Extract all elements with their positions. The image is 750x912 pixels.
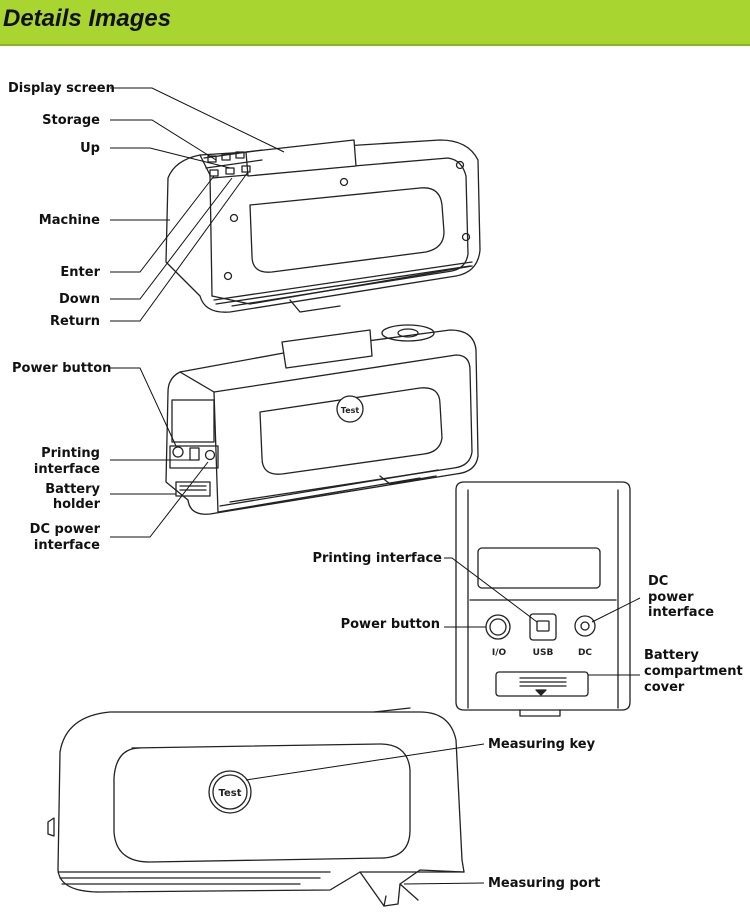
label-battery-holder-1: Battery xyxy=(45,482,100,497)
port-label-io: I/O xyxy=(492,648,507,658)
label-return: Return xyxy=(50,314,100,329)
label-up: Up xyxy=(80,141,100,156)
label-rear-printing-interface: Printing interface xyxy=(312,551,442,566)
bottom-test-key-text: Test xyxy=(218,788,241,799)
header-bar: Details Images xyxy=(0,0,750,46)
label-side-printing-interface-2: interface xyxy=(33,462,100,477)
label-display-screen: Display screen xyxy=(8,81,115,96)
device-side-view xyxy=(165,324,479,515)
label-battery-cover-1: Battery xyxy=(644,648,699,663)
label-rear-power-button: Power button xyxy=(340,617,440,632)
device-top-view xyxy=(165,139,481,313)
label-rear-dc-2: power xyxy=(648,590,694,605)
leader-lines xyxy=(110,87,641,885)
label-side-dc-power-1: DC power xyxy=(29,522,100,537)
label-rear-dc-1: DC xyxy=(648,574,669,589)
label-measuring-port: Measuring port xyxy=(488,876,601,891)
label-side-printing-interface-1: Printing xyxy=(41,446,100,461)
label-battery-cover-2: compartment xyxy=(644,664,743,679)
label-rear-dc-3: interface xyxy=(648,605,715,620)
label-machine: Machine xyxy=(38,213,100,228)
device-bottom-view xyxy=(47,707,465,907)
label-side-power-button: Power button xyxy=(12,361,112,376)
side-test-key-text: Test xyxy=(341,406,360,415)
label-battery-holder-2: holder xyxy=(52,497,100,512)
label-measuring-key: Measuring key xyxy=(488,737,596,752)
port-label-dc: DC xyxy=(578,648,592,658)
label-enter: Enter xyxy=(60,265,100,280)
page-title: Details Images xyxy=(3,5,172,32)
label-battery-cover-3: cover xyxy=(644,680,685,695)
label-storage: Storage xyxy=(42,113,100,128)
label-side-dc-power-2: interface xyxy=(33,538,100,553)
device-rear-view xyxy=(455,481,631,717)
label-down: Down xyxy=(59,292,100,307)
port-label-usb: USB xyxy=(533,648,554,658)
